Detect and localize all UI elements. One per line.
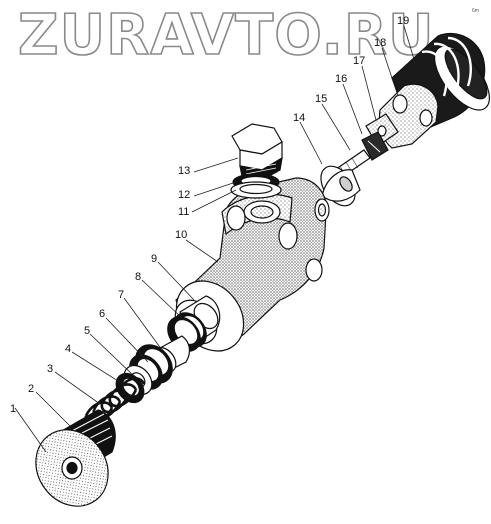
watermark-text: ZURAVTO.RU <box>18 3 435 62</box>
callout-3: 3 <box>47 363 53 375</box>
callout-1: 1 <box>10 403 16 415</box>
callout-15: 15 <box>315 93 327 105</box>
callout-11: 11 <box>178 206 189 218</box>
corner-mark: 6m <box>472 8 479 14</box>
callout-10: 10 <box>175 229 187 241</box>
callout-7: 7 <box>118 289 124 301</box>
part-13-hex-plug <box>231 123 283 181</box>
callout-2: 2 <box>28 383 34 395</box>
callout-labels: 1 2 3 4 5 6 7 8 9 10 11 12 13 14 15 16 1… <box>10 15 409 415</box>
part-14-dust-boot <box>320 165 361 207</box>
watermark: ZURAVTO.RU <box>17 2 435 62</box>
part-11-gasket <box>230 181 282 199</box>
part-16-locknut <box>361 131 389 161</box>
callout-8: 8 <box>135 271 141 283</box>
callout-18: 18 <box>374 37 386 49</box>
callout-16: 16 <box>335 73 347 85</box>
callout-14: 14 <box>293 112 305 124</box>
callout-6: 6 <box>99 308 105 320</box>
callout-19: 19 <box>397 15 409 27</box>
part-1-end-cap <box>35 429 109 507</box>
callout-13: 13 <box>178 165 190 177</box>
callout-12: 12 <box>178 189 190 201</box>
leader-lines <box>14 25 417 453</box>
callout-9: 9 <box>151 253 157 265</box>
callout-4: 4 <box>65 343 71 355</box>
callout-17: 17 <box>353 55 365 67</box>
callout-5: 5 <box>84 325 90 337</box>
